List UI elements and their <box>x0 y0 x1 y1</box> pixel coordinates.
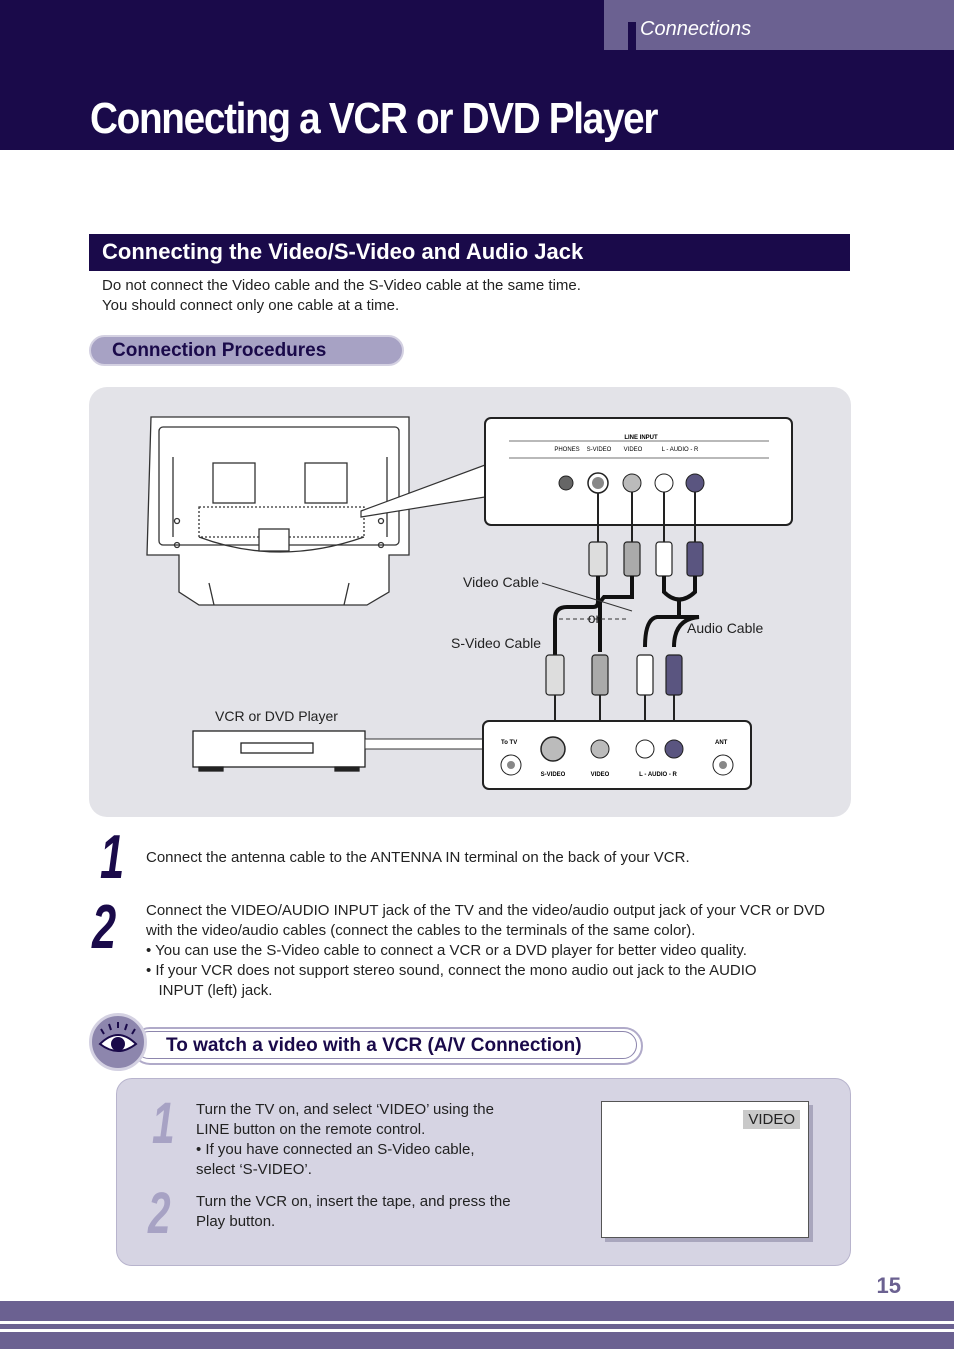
step-1-text: Connect the antenna cable to the ANTENNA… <box>146 848 690 868</box>
page-title: Connecting a VCR or DVD Player <box>90 94 658 143</box>
tv-jack-label-audio: L - AUDIO - R <box>662 447 699 453</box>
section-tab: Connections <box>604 0 954 50</box>
svideo-jack-inner <box>592 477 604 489</box>
watch-step-2-text: Turn the VCR on, insert the tape, and pr… <box>196 1192 511 1232</box>
watch-step-number: 2 <box>148 1181 171 1246</box>
step-line: • You can use the S-Video cable to conne… <box>146 942 747 959</box>
watch-banner: To watch a video with a VCR (A/V Connect… <box>89 1013 649 1071</box>
tv-screen-illustration: VIDEO <box>601 1101 809 1238</box>
video-jack <box>622 473 642 493</box>
vcr-jack-label-svideo: S-VIDEO <box>541 772 566 778</box>
intro-line: Do not connect the Video cable and the S… <box>102 277 581 294</box>
step-line: INPUT (left) jack. <box>146 982 273 999</box>
phones-jack <box>558 475 574 491</box>
section-heading: Connecting the Video/S-Video and Audio J… <box>102 239 584 264</box>
footer-band <box>0 1301 954 1349</box>
step-number: 1 <box>100 823 125 892</box>
vcr-ant-inner <box>719 761 727 769</box>
watch-step-1-text: Turn the TV on, and select ‘VIDEO’ using… <box>196 1100 494 1180</box>
vcr-to-tv-label: To TV <box>501 740 517 746</box>
watch-step-number: 1 <box>152 1091 175 1156</box>
vcr-audio-right-jack <box>664 739 684 759</box>
vcr-label: VCR or DVD Player <box>215 708 338 724</box>
watch-heading-pill: To watch a video with a VCR (A/V Connect… <box>131 1027 643 1065</box>
step-line: Connect the antenna cable to the ANTENNA… <box>146 849 690 866</box>
connection-diagram: LINE INPUT PHONES S-VIDEO VIDEO L - AUDI… <box>89 387 851 817</box>
or-label: or <box>588 610 601 626</box>
watch-step-line: • If you have connected an S-Video cable… <box>196 1141 475 1158</box>
procedures-label: Connection Procedures <box>112 340 327 361</box>
connection-diagram-svg: LINE INPUT PHONES S-VIDEO VIDEO L - AUDI… <box>146 416 793 790</box>
vcr-jack-label-audio: L - AUDIO - R <box>639 772 677 778</box>
step-number: 2 <box>92 893 117 962</box>
section-label: Connections <box>640 18 752 40</box>
vcr-audio-left-jack <box>635 739 655 759</box>
vcr-rf-out-inner <box>507 761 515 769</box>
tv-jack-label-video: VIDEO <box>624 447 643 453</box>
tv-rear-illustration <box>146 416 410 606</box>
video-cable-label: Video Cable <box>463 574 539 590</box>
eye-icon <box>89 1013 147 1071</box>
page-number: 15 <box>876 1273 901 1298</box>
vcr-jack-label-video: VIDEO <box>591 772 610 778</box>
tv-jack-label-phones: PHONES <box>554 447 579 453</box>
svideo-cable-label: S-Video Cable <box>451 635 541 651</box>
step-line: Connect the VIDEO/AUDIO INPUT jack of th… <box>146 902 825 919</box>
step-2-text: Connect the VIDEO/AUDIO INPUT jack of th… <box>146 901 825 1001</box>
vcr-svideo-jack <box>540 736 566 762</box>
tv-jack-panel: LINE INPUT PHONES S-VIDEO VIDEO L - AUDI… <box>484 417 793 526</box>
vcr-zoom-pointer <box>364 738 484 750</box>
line-input-label: LINE INPUT <box>624 435 658 441</box>
vcr-video-jack <box>590 739 610 759</box>
watch-step-line: Turn the TV on, and select ‘VIDEO’ using… <box>196 1101 494 1118</box>
watch-step-line: Turn the VCR on, insert the tape, and pr… <box>196 1193 511 1210</box>
footer-stripe <box>0 1321 954 1324</box>
watch-step-line: select ‘S-VIDEO’. <box>196 1161 312 1178</box>
video-cable-callout <box>541 582 633 612</box>
tv-jack-label-svideo: S-VIDEO <box>587 447 612 453</box>
audio-right-jack <box>685 473 705 493</box>
vcr-jack-panel: To TV ANT S-VIDEO VIDEO L - AUDIO - R <box>482 720 752 790</box>
vcr-ant-label: ANT <box>715 740 728 746</box>
footer-stripe <box>0 1329 954 1332</box>
intro-line: You should connect only one cable at a t… <box>102 297 400 314</box>
step-line: with the video/audio cables (connect the… <box>146 922 696 939</box>
section-heading-bar: Connecting the Video/S-Video and Audio J… <box>89 234 850 271</box>
watch-step-line: LINE button on the remote control. <box>196 1121 426 1138</box>
watch-step-line: Play button. <box>196 1213 276 1230</box>
cable-runs <box>553 576 700 655</box>
watch-heading: To watch a video with a VCR (A/V Connect… <box>166 1035 582 1056</box>
step-line: • If your VCR does not support stereo so… <box>146 962 757 979</box>
section-tab-marker <box>628 22 636 50</box>
vcr-illustration <box>192 730 366 772</box>
audio-cable-label: Audio Cable <box>687 620 763 636</box>
screen-osd-label: VIDEO <box>743 1110 800 1129</box>
intro-text: Do not connect the Video cable and the S… <box>102 276 581 316</box>
audio-left-jack <box>654 473 674 493</box>
procedures-pill: Connection Procedures <box>89 335 404 366</box>
